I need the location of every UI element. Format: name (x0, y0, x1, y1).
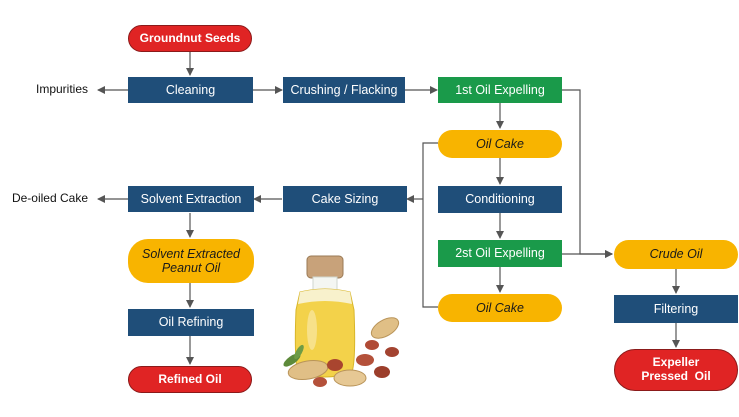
label-impurities: Impurities (35, 82, 88, 97)
solvent-oil-line-1: Solvent Extracted (142, 246, 240, 261)
expeller-line-2: Pressed Oil (641, 369, 711, 383)
node-crushing-flacking: Crushing / Flacking (283, 77, 405, 103)
node-refined-oil: Refined Oil (128, 366, 252, 393)
node-oil-cake-1: Oil Cake (438, 130, 562, 158)
node-oil-cake-2: Oil Cake (438, 294, 562, 322)
expeller-line-1: Expeller (652, 355, 700, 370)
node-cake-sizing: Cake Sizing (283, 186, 407, 212)
node-second-oil-expelling: 2st Oil Expelling (438, 240, 562, 267)
node-first-oil-expelling: 1st Oil Expelling (438, 77, 562, 103)
node-conditioning: Conditioning (438, 186, 562, 213)
node-crude-oil: Crude Oil (614, 240, 738, 269)
solvent-oil-line-2: Peanut Oil (161, 261, 221, 275)
node-groundnut-seeds: Groundnut Seeds (128, 25, 252, 52)
node-oil-refining: Oil Refining (128, 309, 254, 336)
label-de-oiled-cake: De-oiled Cake (11, 191, 88, 206)
node-solvent-extraction: Solvent Extraction (128, 186, 254, 212)
node-expeller-pressed-oil: Expeller Pressed Oil (614, 349, 738, 391)
node-filtering: Filtering (614, 295, 738, 323)
node-cleaning: Cleaning (128, 77, 253, 103)
peanut-oil-bottle-illustration (283, 255, 400, 387)
node-solvent-extracted-peanut-oil: Solvent Extracted Peanut Oil (128, 239, 254, 283)
